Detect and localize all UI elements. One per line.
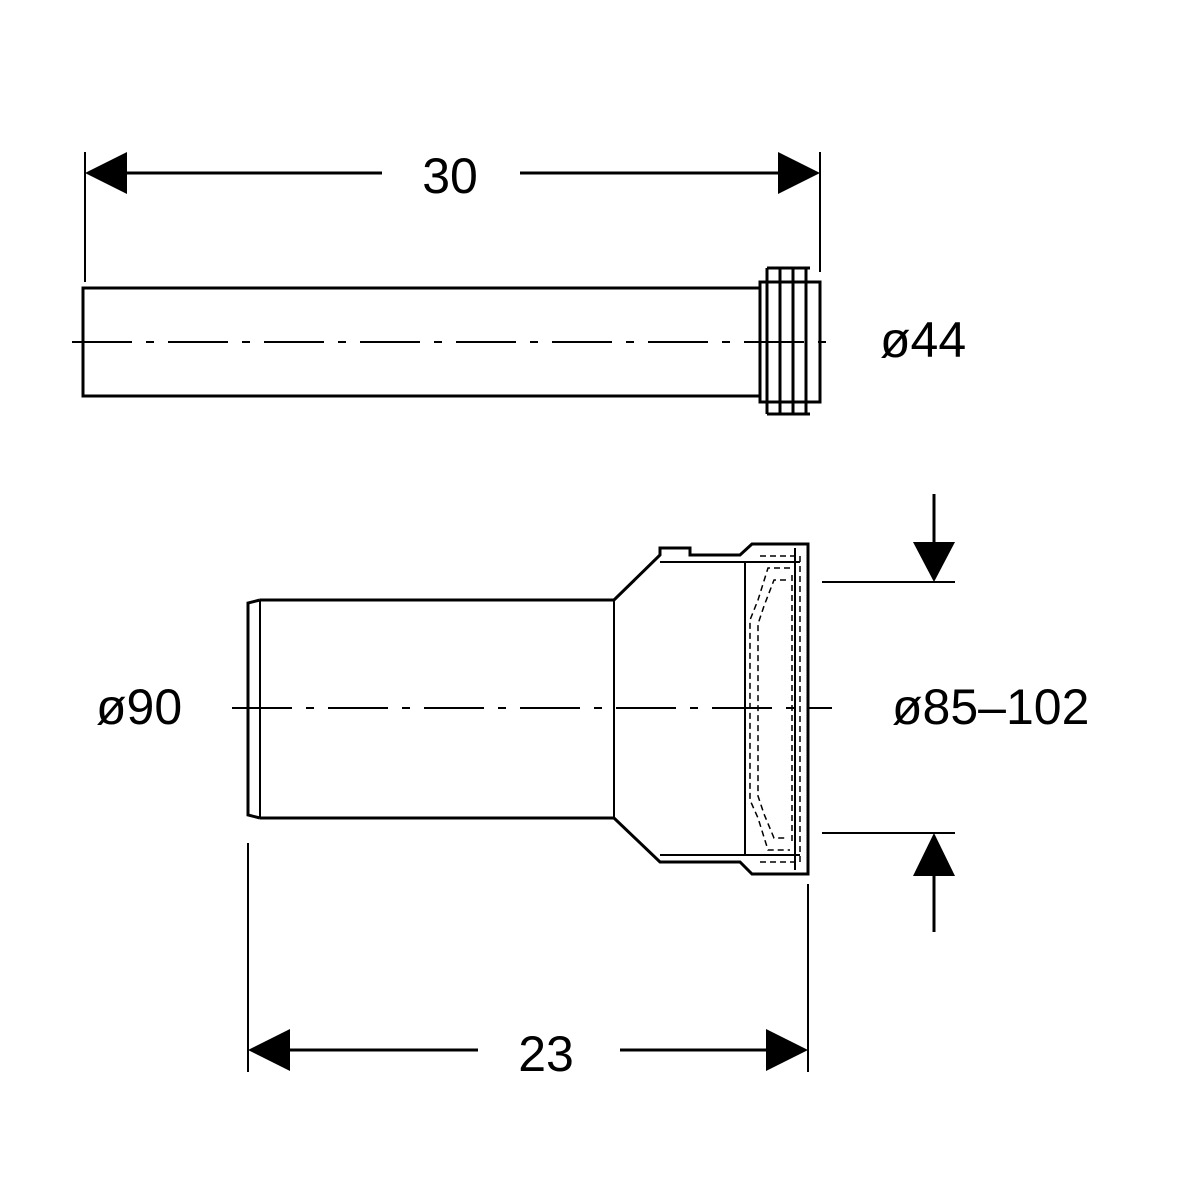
- pipe-length-arrow-right: [778, 152, 820, 194]
- seal-hidden-lip-inner: [757, 579, 786, 839]
- pipe-diameter-label: ø44: [880, 312, 966, 368]
- pipe-length-dimension: 30: [85, 148, 820, 204]
- connector-part: ø90 ø85–102 23: [96, 494, 1089, 1082]
- connector-diameter-label: ø90: [96, 679, 182, 735]
- pipe-length-arrow-left: [85, 152, 127, 194]
- seal-hidden-outer: [760, 555, 801, 863]
- seal-range-label: ø85–102: [892, 679, 1089, 735]
- pipe-length-label: 30: [422, 148, 478, 204]
- connector-length-arrow-left: [248, 1029, 290, 1071]
- seal-range-dimension: ø85–102: [822, 494, 1089, 932]
- seal-hidden-lip-outer: [749, 567, 790, 851]
- seal-range-arrow-top: [913, 542, 955, 582]
- connector-length-arrow-right: [766, 1029, 808, 1071]
- pipe-part: 30 ø44: [72, 148, 966, 416]
- connector-hidden-seal: [749, 555, 801, 863]
- connector-outline: [260, 542, 810, 876]
- seal-range-arrow-bottom: [913, 833, 955, 876]
- connector-length-label: 23: [518, 1026, 574, 1082]
- connector-length-dimension: 23: [247, 843, 809, 1082]
